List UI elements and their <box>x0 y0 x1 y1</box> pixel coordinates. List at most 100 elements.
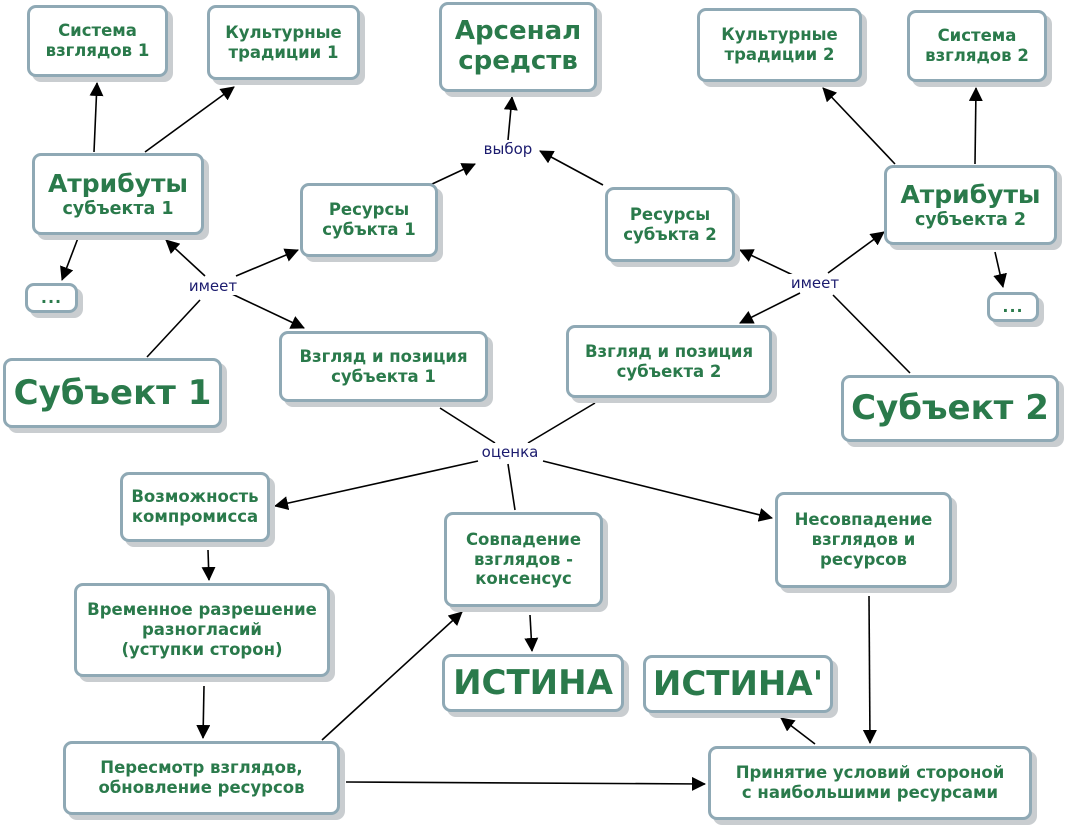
node-text: Система <box>937 26 1017 46</box>
node-text: традиции 2 <box>724 45 835 64</box>
node-text: Культурные <box>225 22 342 42</box>
edge-assessment-coincidence <box>507 463 516 511</box>
node-mismatch[interactable]: Несовпадение взглядов и ресурсов <box>775 492 952 588</box>
node-text: субъкта 1 <box>322 220 416 239</box>
edge-has2-resources2 <box>739 249 798 278</box>
node-text: (уступки сторон) <box>121 639 283 659</box>
node-truth[interactable]: ИСТИНА <box>442 654 624 712</box>
node-title: Атрибуты <box>900 179 1041 209</box>
edge-attributes1-worldview1 <box>89 82 104 153</box>
ellipsis-icon: ... <box>1002 297 1024 317</box>
node-subject-1[interactable]: Субъект 1 <box>3 358 222 428</box>
edge-assessment-mismatch <box>542 460 773 522</box>
node-text: традиции 1 <box>228 42 339 62</box>
node-text: Совпадение <box>465 529 582 549</box>
node-more-2[interactable]: ... <box>987 292 1039 322</box>
node-text: консенсус <box>475 569 572 589</box>
node-worldview-2[interactable]: Система взглядов 2 <box>907 10 1047 82</box>
node-text: субъекта 1 <box>331 366 436 386</box>
edge-acceptance-truth-prime <box>780 717 816 745</box>
node-text: взглядов - <box>473 549 574 569</box>
edge-attributes1-culture1 <box>144 86 235 153</box>
node-text: ресурсов <box>820 549 907 569</box>
edge-resources1-choice <box>429 163 476 186</box>
node-compromise[interactable]: Возможность компромисса <box>120 472 270 542</box>
edge-revision-acceptance <box>345 776 706 791</box>
edge-has1-view1 <box>231 293 305 329</box>
node-text: Взгляд и позиция <box>299 346 468 366</box>
node-text: взглядов 1 <box>45 41 150 60</box>
node-text: Принятие условий стороной <box>735 763 1005 783</box>
edge-coincidence-truth <box>524 614 539 652</box>
edge-has2-view2 <box>739 292 801 324</box>
node-view-1[interactable]: Взгляд и позиция субъекта 1 <box>279 331 488 402</box>
node-text: обновление ресурсов <box>98 778 305 797</box>
node-text: субъекта 2 <box>616 361 722 381</box>
edge-choice-arsenal <box>503 96 518 141</box>
edge-view1-assessment <box>439 407 496 444</box>
node-text: с наибольшими ресурсами <box>741 783 999 802</box>
link-label-has-1: имеет <box>186 277 240 295</box>
node-revision[interactable]: Пересмотр взглядов, обновление ресурсов <box>63 741 340 815</box>
edge-subject2-has2 <box>832 294 911 374</box>
node-text: взглядов и <box>811 530 916 550</box>
edge-has1-attributes1 <box>165 239 206 277</box>
node-text: ИСТИНА <box>453 662 613 703</box>
node-text: Пересмотр взглядов, <box>100 758 303 778</box>
node-subtitle: субъекта 2 <box>914 209 1027 230</box>
node-truth-prime[interactable]: ИСТИНА' <box>643 655 833 713</box>
edge-has2-attributes2 <box>827 231 885 274</box>
node-worldview-1[interactable]: Система взглядов 1 <box>27 5 168 77</box>
node-text: ИСТИНА' <box>652 663 824 704</box>
node-arsenal[interactable]: Арсенал средств <box>439 2 597 92</box>
edge-attributes2-worldview2 <box>968 87 983 165</box>
node-text: субъкта 2 <box>623 224 717 244</box>
link-label-has-2: имеет <box>788 274 842 292</box>
node-text: Арсенал <box>454 16 582 47</box>
node-text: Временное разрешение <box>87 600 317 620</box>
node-text: взглядов 2 <box>925 46 1029 65</box>
node-text: Субъект 1 <box>13 372 212 413</box>
node-more-1[interactable]: ... <box>25 283 78 313</box>
edge-attributes1-more1 <box>60 237 79 281</box>
node-resources-1[interactable]: Ресурсы субъкта 1 <box>300 183 438 257</box>
link-label-choice: выбор <box>481 140 535 158</box>
link-label-assessment: оценка <box>479 443 541 461</box>
node-text: Культурные <box>721 25 838 45</box>
node-text: Взгляд и позиция <box>584 341 754 361</box>
node-text: средств <box>458 46 578 76</box>
node-subject-2[interactable]: Субъект 2 <box>841 375 1059 442</box>
edge-revision-coincidence <box>321 611 463 741</box>
ellipsis-icon: ... <box>40 288 63 308</box>
node-resources-2[interactable]: Ресурсы субъкта 2 <box>605 187 735 262</box>
edge-view2-assessment <box>527 402 596 444</box>
node-text: Возможность <box>131 487 259 507</box>
edge-subject1-has1 <box>146 299 201 358</box>
node-text: Несовпадение <box>794 510 933 530</box>
node-title: Атрибуты <box>47 168 189 198</box>
edge-attributes2-more2 <box>993 251 1007 288</box>
node-text: разногласий <box>141 620 262 640</box>
edge-has1-resources1 <box>235 248 299 277</box>
node-attributes-2[interactable]: Атрибуты субъекта 2 <box>884 165 1057 245</box>
edge-temporary-revision <box>196 685 211 739</box>
node-coincidence[interactable]: Совпадение взглядов - консенсус <box>444 512 603 607</box>
edge-resources2-choice <box>539 150 604 186</box>
node-culture-1[interactable]: Культурные традиции 1 <box>207 5 360 80</box>
node-attributes-1[interactable]: Атрибуты субъекта 1 <box>32 153 204 235</box>
edge-assessment-compromise <box>274 460 479 511</box>
node-text: Система <box>58 21 137 41</box>
node-text: Ресурсы <box>629 204 711 224</box>
node-view-2[interactable]: Взгляд и позиция субъекта 2 <box>566 325 772 398</box>
edge-compromise-temporary <box>201 549 216 581</box>
edge-mismatch-acceptance <box>862 595 877 744</box>
node-acceptance[interactable]: Принятие условий стороной с наибольшими … <box>708 746 1032 820</box>
node-subtitle: субъекта 1 <box>62 198 174 219</box>
node-culture-2[interactable]: Культурные традиции 2 <box>697 8 862 82</box>
edge-attributes2-culture2 <box>822 87 896 165</box>
node-temporary-resolution[interactable]: Временное разрешение разногласий (уступк… <box>74 583 330 677</box>
node-text: Ресурсы <box>328 200 410 220</box>
node-text: компромисса <box>131 507 259 526</box>
node-text: Субъект 2 <box>851 388 1049 429</box>
